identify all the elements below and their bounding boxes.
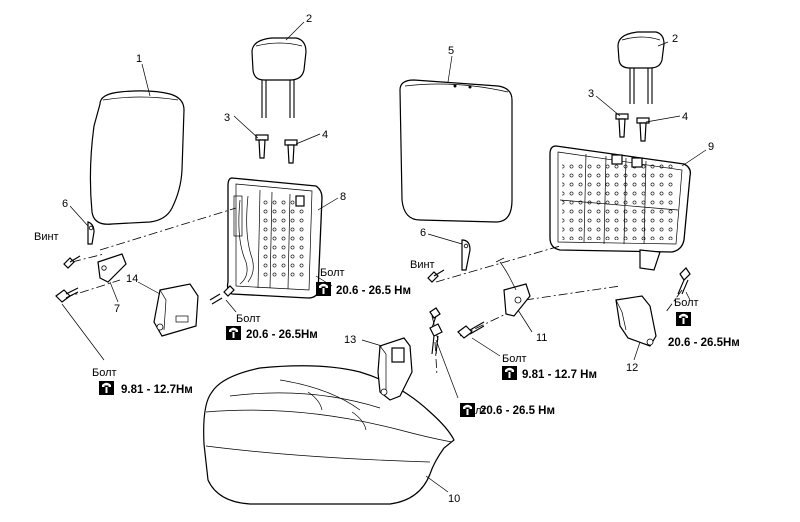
wrench-icon — [502, 366, 517, 380]
left-headrest-guides — [255, 134, 298, 164]
left-bracket-bolt — [209, 285, 235, 305]
part-num-12: 12 — [626, 362, 638, 374]
center-bracket-13 — [377, 337, 413, 401]
right-headrest-guides — [615, 113, 650, 142]
right-bracket-12 — [615, 295, 657, 347]
center-bolt — [457, 321, 485, 339]
part-num-13: 13 — [344, 334, 356, 346]
part-num-8: 8 — [340, 191, 346, 203]
bolt-label-right: Болт — [674, 297, 699, 309]
bolt-label-left-bracket: Болт — [236, 313, 261, 325]
center-bracket-bolt — [429, 323, 443, 355]
wrench-icon — [99, 381, 114, 395]
left-bracket-7 — [97, 253, 127, 283]
part-num-6-center: 6 — [420, 227, 426, 239]
wrench-icon — [460, 403, 475, 417]
part-num-2-right: 2 — [672, 33, 678, 45]
part-num-1: 1 — [136, 53, 142, 65]
torque-center-lower: 20.6 - 26.5 Нм — [480, 405, 555, 417]
part-num-3-left: 3 — [224, 112, 230, 124]
right-bolt — [677, 267, 691, 295]
part-num-3-right: 3 — [588, 88, 594, 100]
left-seatback-cushion — [89, 90, 185, 225]
leader-lines — [61, 21, 707, 493]
right-seatback-frame — [549, 145, 692, 271]
wrench-icon — [316, 282, 331, 296]
part-num-4-right: 4 — [682, 111, 688, 123]
bolt-label-center: Болт — [502, 353, 527, 365]
hinge-bracket-11 — [495, 257, 531, 317]
left-screw — [63, 255, 81, 269]
part-num-2-left: 2 — [306, 13, 312, 25]
torque-left-lower: 9.81 - 12.7Нм — [121, 384, 193, 396]
part-numbers: 1 2 3 4 5 2 3 4 6 6 8 9 7 14 13 11 12 10 — [62, 13, 714, 505]
left-headrest — [251, 37, 307, 118]
left-latch-6 — [87, 221, 95, 245]
center-screw — [427, 269, 445, 283]
part-num-10: 10 — [448, 493, 460, 505]
bolt-label-left-frame: Болт — [320, 267, 345, 279]
vint-label-left: Винт — [34, 231, 59, 243]
part-num-5: 5 — [448, 45, 454, 57]
part-num-7: 7 — [114, 303, 120, 315]
torque-left-bracket: 20.6 - 26.5Нм — [246, 329, 318, 341]
seat-cushion — [203, 365, 455, 505]
part-num-11: 11 — [536, 332, 547, 344]
assembly-lines — [63, 207, 683, 377]
left-lower-bracket-14 — [153, 283, 199, 337]
vint-label-center: Винт — [410, 259, 435, 271]
right-headrest — [617, 31, 665, 104]
part-num-4-left: 4 — [322, 129, 328, 141]
left-seatback-frame — [226, 177, 323, 299]
right-seatback-cushion — [399, 79, 513, 223]
torque-left-frame: 20.6 - 26.5 Нм — [336, 285, 411, 297]
wrench-icon — [676, 312, 691, 326]
part-num-9: 9 — [708, 141, 714, 153]
bolt-label-left-lower: Болт — [92, 367, 117, 379]
left-lower-bolt — [55, 287, 79, 303]
torque-center: 9.81 - 12.7 Нм — [522, 369, 597, 381]
part-num-6-left: 6 — [62, 198, 68, 210]
center-latch-6 — [461, 239, 471, 271]
part-num-14: 14 — [126, 273, 138, 285]
wrench-icon — [226, 326, 241, 340]
torque-right: 20.6 - 26.5Нм — [668, 337, 740, 349]
fastener-callouts: Винт Винт Болт 9.81 - 12.7Нм Болт 20.6 -… — [34, 231, 740, 417]
